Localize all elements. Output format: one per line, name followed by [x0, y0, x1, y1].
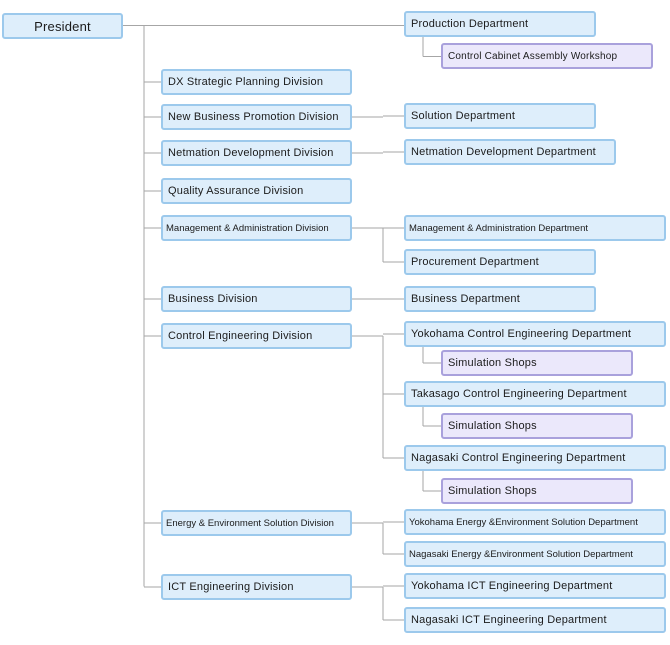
nagasaki-control-engineering-department-simulation-shops-label: Simulation Shops	[448, 485, 537, 497]
nagasaki-ict-engineering-department-box: Nagasaki ICT Engineering Department	[404, 607, 666, 633]
production-department-label: Production Department	[411, 18, 529, 30]
nagasaki-control-engineering-department-label: Nagasaki Control Engineering Department	[411, 452, 626, 464]
control-cabinet-workshop-box: Control Cabinet Assembly Workshop	[441, 43, 653, 69]
yokohama-control-engineering-department-simulation-shops-label: Simulation Shops	[448, 357, 537, 369]
quality-assurance-division-box: Quality Assurance Division	[161, 178, 352, 204]
yokohama-energy-and-environment-solution-department-box: Yokohama Energy &Environment Solution De…	[404, 509, 666, 535]
netmation-development-division-label: Netmation Development Division	[168, 147, 334, 159]
business-division-box: Business Division	[161, 286, 352, 312]
energy-and-environment-solution-division-box: Energy & Environment Solution Division	[161, 510, 352, 536]
president-label: President	[34, 18, 91, 34]
president-box: President	[2, 13, 123, 39]
control-engineering-division-label: Control Engineering Division	[168, 330, 313, 342]
management-and-administration-department-label: Management & Administration Department	[409, 222, 589, 234]
ict-engineering-division-label: ICT Engineering Division	[168, 581, 294, 593]
dx-strategic-planning-division-box: DX Strategic Planning Division	[161, 69, 352, 95]
takasago-control-engineering-department-simulation-shops-label: Simulation Shops	[448, 420, 537, 432]
takasago-control-engineering-department-label: Takasago Control Engineering Department	[411, 388, 627, 400]
control-engineering-division-box: Control Engineering Division	[161, 323, 352, 349]
dx-strategic-planning-division-label: DX Strategic Planning Division	[168, 76, 324, 88]
yokohama-energy-and-environment-solution-department-label: Yokohama Energy &Environment Solution De…	[409, 516, 638, 528]
netmation-development-division-box: Netmation Development Division	[161, 140, 352, 166]
nagasaki-energy-and-environment-solution-department-label: Nagasaki Energy &Environment Solution De…	[409, 548, 633, 560]
nagasaki-energy-and-environment-solution-department-box: Nagasaki Energy &Environment Solution De…	[404, 541, 666, 567]
netmation-development-department-label: Netmation Development Department	[411, 146, 596, 158]
new-business-promotion-division-label: New Business Promotion Division	[168, 111, 339, 123]
yokohama-control-engineering-department-label: Yokohama Control Engineering Department	[411, 328, 632, 340]
management-and-administration-division-box: Management & Administration Division	[161, 215, 352, 241]
ict-engineering-division-box: ICT Engineering Division	[161, 574, 352, 600]
nagasaki-control-engineering-department-simulation-shops-box: Simulation Shops	[441, 478, 633, 504]
takasago-control-engineering-department-simulation-shops-box: Simulation Shops	[441, 413, 633, 439]
business-department-box: Business Department	[404, 286, 596, 312]
production-department-box: Production Department	[404, 11, 596, 37]
solution-department-box: Solution Department	[404, 103, 596, 129]
new-business-promotion-division-box: New Business Promotion Division	[161, 104, 352, 130]
nagasaki-ict-engineering-department-label: Nagasaki ICT Engineering Department	[411, 614, 607, 626]
netmation-development-department-box: Netmation Development Department	[404, 139, 616, 165]
takasago-control-engineering-department-box: Takasago Control Engineering Department	[404, 381, 666, 407]
nagasaki-control-engineering-department-box: Nagasaki Control Engineering Department	[404, 445, 666, 471]
energy-and-environment-solution-division-label: Energy & Environment Solution Division	[166, 517, 334, 529]
control-cabinet-workshop-label: Control Cabinet Assembly Workshop	[448, 50, 618, 62]
quality-assurance-division-label: Quality Assurance Division	[168, 185, 304, 197]
management-and-administration-division-label: Management & Administration Division	[166, 222, 329, 234]
management-and-administration-department-box: Management & Administration Department	[404, 215, 666, 241]
procurement-department-box: Procurement Department	[404, 249, 596, 275]
business-department-label: Business Department	[411, 293, 520, 305]
solution-department-label: Solution Department	[411, 110, 516, 122]
yokohama-ict-engineering-department-label: Yokohama ICT Engineering Department	[411, 580, 613, 592]
yokohama-ict-engineering-department-box: Yokohama ICT Engineering Department	[404, 573, 666, 599]
yokohama-control-engineering-department-simulation-shops-box: Simulation Shops	[441, 350, 633, 376]
business-division-label: Business Division	[168, 293, 258, 305]
procurement-department-label: Procurement Department	[411, 256, 539, 268]
yokohama-control-engineering-department-box: Yokohama Control Engineering Department	[404, 321, 666, 347]
